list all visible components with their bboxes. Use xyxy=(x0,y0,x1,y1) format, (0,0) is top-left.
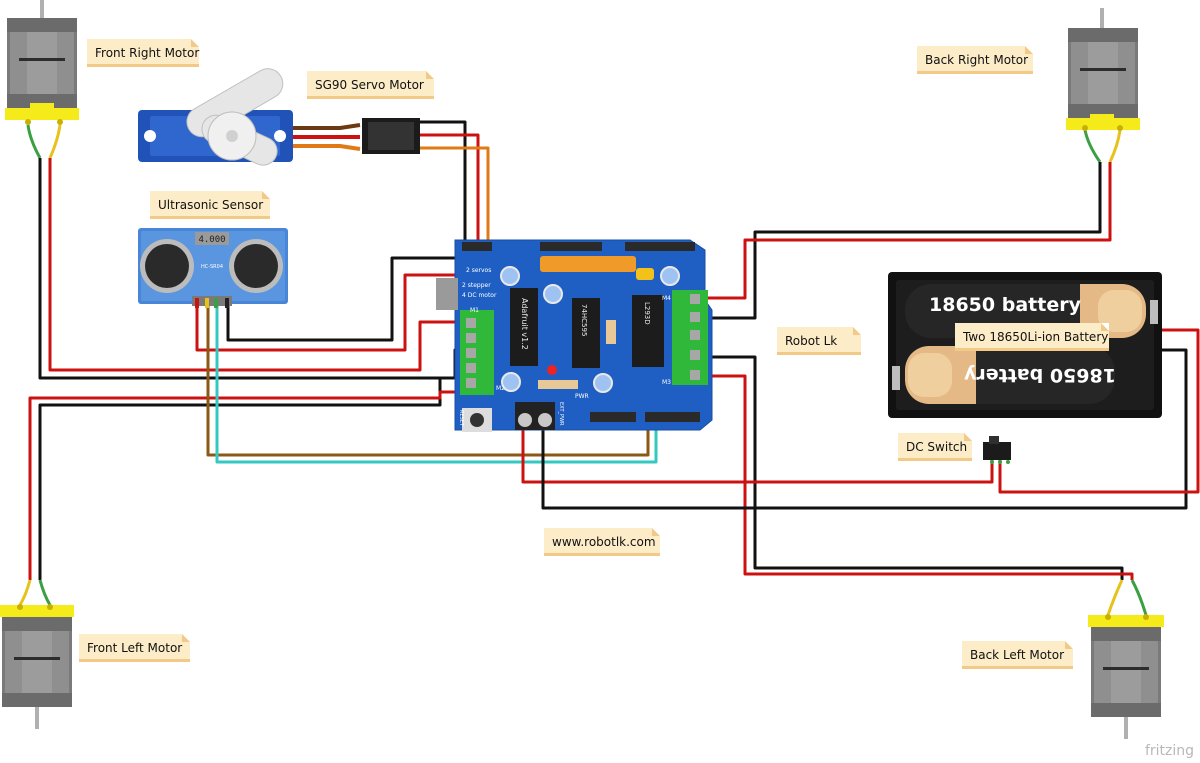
servo-horn-icon xyxy=(186,68,284,166)
wire-bl-yellow xyxy=(1106,579,1124,616)
label-back-left-motor: Back Left Motor xyxy=(962,641,1073,669)
wire-fr-yellow xyxy=(48,124,62,159)
wire-fl-yellow xyxy=(18,579,32,606)
wires xyxy=(18,120,1200,616)
wire-bl-red xyxy=(700,374,1134,580)
servo-port-label: 2 servos xyxy=(466,267,491,274)
wire-servo-red xyxy=(418,133,480,248)
sensor-display: 4.000 xyxy=(198,235,225,245)
wire-fr-red xyxy=(48,158,470,372)
wire-br-green xyxy=(1083,129,1102,163)
wire-servo-orange xyxy=(418,146,490,248)
wire-servo-cable-orange xyxy=(290,144,361,151)
label-front-right-motor: Front Right Motor xyxy=(87,39,199,67)
label-back-right-motor: Back Right Motor xyxy=(917,46,1033,74)
wire-us-brown xyxy=(206,305,650,457)
wire-servo-cable-brown xyxy=(290,123,361,130)
servo-motor xyxy=(138,68,420,166)
wire-fl-black xyxy=(38,376,470,580)
front-right-motor xyxy=(5,0,79,125)
dc-switch xyxy=(983,436,1011,464)
label-dc-switch: DC Switch xyxy=(898,433,972,461)
back-left-motor xyxy=(1088,614,1164,739)
ext-pwr-label: EXT_PWR xyxy=(558,402,564,426)
shield-brand: Adafruit v1.2 xyxy=(520,298,529,350)
wire-pwr-red-board xyxy=(521,428,994,484)
port-m1-label: M1 xyxy=(470,307,479,314)
front-left-motor xyxy=(0,604,74,729)
wire-fl-green xyxy=(38,579,52,606)
label-ultrasonic-sensor: Ultrasonic Sensor xyxy=(150,191,270,219)
pwr-label: PWR xyxy=(575,393,589,400)
wire-pwr-red-switch xyxy=(998,328,1200,494)
label-front-left-motor: Front Left Motor xyxy=(79,634,190,662)
label-website: www.robotlk.com xyxy=(544,528,660,556)
dc-port-label: 4 DC motor xyxy=(462,292,497,299)
wire-br-red xyxy=(700,162,1112,300)
motor-shield: Adafruit v1.2 74HC595 L293D xyxy=(436,239,713,432)
battery-cell-top: 18650 battery xyxy=(929,294,1082,316)
wire-bl-black xyxy=(700,355,1124,580)
stepper-port-label: 2 stepper xyxy=(462,282,491,289)
reset-label: RESET xyxy=(458,410,464,427)
label-battery-pack: Two 18650Li-ion Battery xyxy=(955,323,1109,351)
wire-servo-black xyxy=(418,120,467,248)
fritzing-watermark: fritzing xyxy=(1144,743,1194,759)
chip-mid-label: 74HC595 xyxy=(580,304,588,336)
wire-br-yellow xyxy=(1108,129,1122,163)
wire-fl-red xyxy=(28,390,470,580)
battery-cell-bottom: 18650 battery xyxy=(963,364,1116,386)
wire-us-red xyxy=(195,273,465,352)
port-m2-label: M2 xyxy=(496,385,505,392)
label-robot-lk: Robot Lk xyxy=(777,327,861,355)
wire-pwr-black-board xyxy=(541,348,1188,510)
sensor-model: HC-SR04 xyxy=(201,264,223,270)
port-m3-label: M3 xyxy=(662,379,671,386)
ultrasonic-sensor: 4.000 HC-SR04 xyxy=(138,228,288,308)
port-m4-label: M4 xyxy=(662,295,671,302)
back-right-motor xyxy=(1066,8,1140,131)
wire-us-black xyxy=(226,256,472,342)
wire-bl-green xyxy=(1130,579,1148,616)
wire-us-cyan xyxy=(215,305,658,464)
label-servo-motor: SG90 Servo Motor xyxy=(307,71,434,99)
wire-br-black xyxy=(700,162,1102,320)
wire-fr-green xyxy=(26,124,42,159)
chip-right-label: L293D xyxy=(643,302,651,325)
